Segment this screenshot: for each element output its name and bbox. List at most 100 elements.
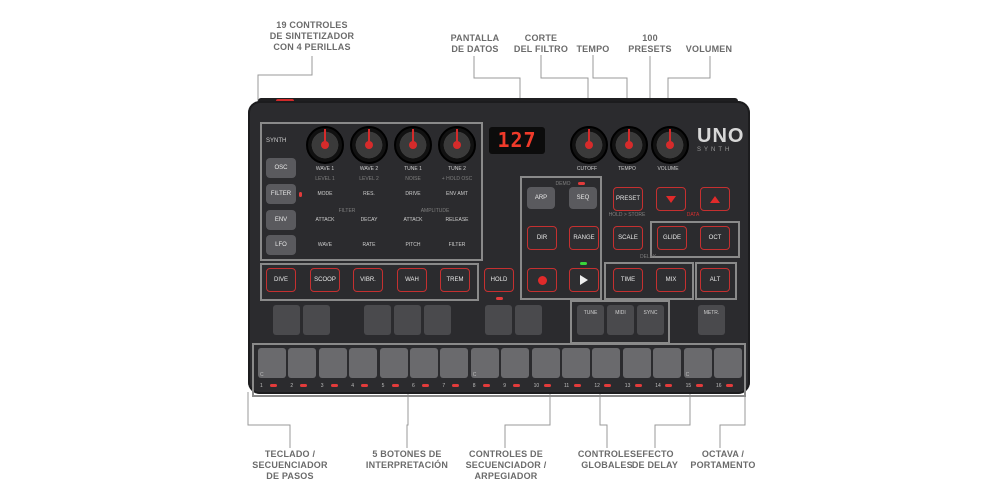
step-led bbox=[270, 384, 277, 387]
data-down-button[interactable] bbox=[656, 187, 686, 211]
hold-button[interactable]: HOLD bbox=[484, 268, 514, 292]
step-key-12[interactable] bbox=[592, 348, 621, 378]
step-key-6[interactable] bbox=[410, 348, 438, 378]
synth-label: SYNTH bbox=[266, 138, 287, 144]
env-button[interactable]: ENV bbox=[266, 210, 296, 230]
metr-label: METR. bbox=[703, 310, 720, 316]
callout-delay: EFECTO DE DELAY bbox=[631, 449, 679, 470]
black-key-2[interactable] bbox=[303, 305, 330, 335]
step-key-11[interactable] bbox=[562, 348, 590, 378]
step-key-4[interactable] bbox=[349, 348, 378, 378]
step-key-10[interactable] bbox=[531, 348, 560, 378]
tune-pad[interactable] bbox=[577, 305, 604, 335]
volume-knob[interactable] bbox=[651, 126, 689, 164]
vibr-button[interactable]: VIBR. bbox=[353, 268, 383, 292]
oct-button[interactable]: OCT bbox=[700, 226, 730, 250]
demo-led bbox=[578, 182, 585, 185]
param-mode: MODE bbox=[317, 191, 333, 197]
midi-pad[interactable] bbox=[607, 305, 634, 335]
alt-button[interactable]: ALT bbox=[700, 268, 730, 292]
synth-knob-4[interactable] bbox=[438, 126, 476, 164]
group-label-filter: FILTER bbox=[338, 208, 356, 214]
param-tune2: TUNE 2 bbox=[448, 166, 466, 172]
cutoff-label: CUTOFF bbox=[576, 166, 598, 172]
step-number: 7 bbox=[442, 383, 446, 389]
black-key-1[interactable] bbox=[273, 305, 300, 335]
param-tune1: TUNE 1 bbox=[404, 166, 422, 172]
play-button[interactable] bbox=[569, 268, 599, 292]
step-number: 5 bbox=[381, 383, 385, 389]
trem-button[interactable]: TREM bbox=[440, 268, 470, 292]
black-key-3[interactable] bbox=[364, 305, 391, 335]
callout-volume: VOLUMEN bbox=[685, 44, 733, 54]
lfo-button[interactable]: LFO bbox=[266, 235, 296, 255]
black-key-4[interactable] bbox=[394, 305, 421, 335]
arp-button[interactable]: ARP bbox=[527, 187, 555, 209]
wah-button[interactable]: WAH bbox=[397, 268, 427, 292]
step-key-13[interactable] bbox=[622, 348, 651, 378]
callout-performance: 5 BOTONES DE INTERPRETACIÓN bbox=[365, 449, 449, 470]
sync-label: SYNC bbox=[643, 310, 658, 316]
sync-pad[interactable] bbox=[637, 305, 664, 335]
synth-knob-1[interactable] bbox=[306, 126, 344, 164]
param-level1: LEVEL 1 bbox=[315, 176, 335, 182]
preset-button[interactable]: PRESET bbox=[613, 187, 643, 211]
step-key-1[interactable] bbox=[258, 348, 286, 378]
step-key-5[interactable] bbox=[379, 348, 408, 378]
data-label: DATA bbox=[686, 212, 700, 218]
glide-button[interactable]: GLIDE bbox=[657, 226, 687, 250]
hold-store-label: HOLD > STORE bbox=[608, 212, 646, 218]
param-release: RELEASE bbox=[445, 217, 469, 223]
filter-button[interactable]: FILTER bbox=[266, 184, 296, 204]
tempo-label: TEMPO bbox=[618, 166, 636, 172]
step-key-16[interactable] bbox=[714, 348, 742, 378]
dive-button[interactable]: DIVE bbox=[266, 268, 296, 292]
dir-button[interactable]: DIR bbox=[527, 226, 557, 250]
step-number: 12 bbox=[594, 383, 600, 389]
key-letter-c: C bbox=[472, 372, 477, 378]
scale-button[interactable]: SCALE bbox=[613, 226, 643, 250]
step-led bbox=[391, 384, 399, 387]
record-button[interactable] bbox=[527, 268, 557, 292]
step-number: 1 bbox=[260, 383, 263, 389]
step-key-3[interactable] bbox=[318, 348, 347, 378]
performance-section-box bbox=[260, 263, 479, 301]
synth-section-box bbox=[260, 122, 483, 261]
step-key-2[interactable] bbox=[288, 348, 317, 378]
black-key-5[interactable] bbox=[424, 305, 451, 335]
time-button[interactable]: TIME bbox=[613, 268, 643, 292]
step-key-8[interactable] bbox=[470, 348, 499, 378]
metr-pad[interactable] bbox=[698, 305, 725, 335]
mix-button[interactable]: MIX bbox=[656, 268, 686, 292]
cutoff-knob[interactable] bbox=[570, 126, 608, 164]
callout-octave: OCTAVA / PORTAMENTO bbox=[690, 449, 756, 470]
step-key-7[interactable] bbox=[440, 348, 469, 378]
param-res: RES. bbox=[363, 191, 375, 197]
callout-presets: 100 PRESETS bbox=[628, 33, 672, 54]
synth-knob-2[interactable] bbox=[350, 126, 388, 164]
group-label-amplitude: AMPLITUDE bbox=[420, 208, 450, 214]
black-key-7[interactable] bbox=[515, 305, 542, 335]
step-led bbox=[513, 384, 521, 387]
arrow-down-icon bbox=[666, 195, 676, 203]
scoop-button[interactable]: SCOOP bbox=[310, 268, 340, 292]
sequencer-section-box bbox=[520, 176, 602, 300]
step-key-15[interactable] bbox=[683, 348, 712, 378]
step-led bbox=[695, 384, 703, 387]
synth-logo-sub: SYNTH bbox=[697, 147, 733, 153]
range-button[interactable]: RANGE bbox=[569, 226, 599, 250]
step-key-9[interactable] bbox=[501, 348, 530, 378]
osc-button[interactable]: OSC bbox=[266, 158, 296, 178]
step-led bbox=[543, 384, 551, 387]
step-number: 11 bbox=[564, 383, 570, 389]
volume-label: VOLUME bbox=[657, 166, 679, 172]
data-up-button[interactable] bbox=[700, 187, 730, 211]
seq-button[interactable]: SEQ bbox=[569, 187, 597, 209]
tempo-knob[interactable] bbox=[610, 126, 648, 164]
black-key-6[interactable] bbox=[485, 305, 512, 335]
step-led bbox=[482, 384, 490, 387]
step-key-14[interactable] bbox=[653, 348, 682, 378]
param-pitch: PITCH bbox=[405, 242, 421, 248]
synth-knob-3[interactable] bbox=[394, 126, 432, 164]
step-led bbox=[422, 384, 429, 387]
